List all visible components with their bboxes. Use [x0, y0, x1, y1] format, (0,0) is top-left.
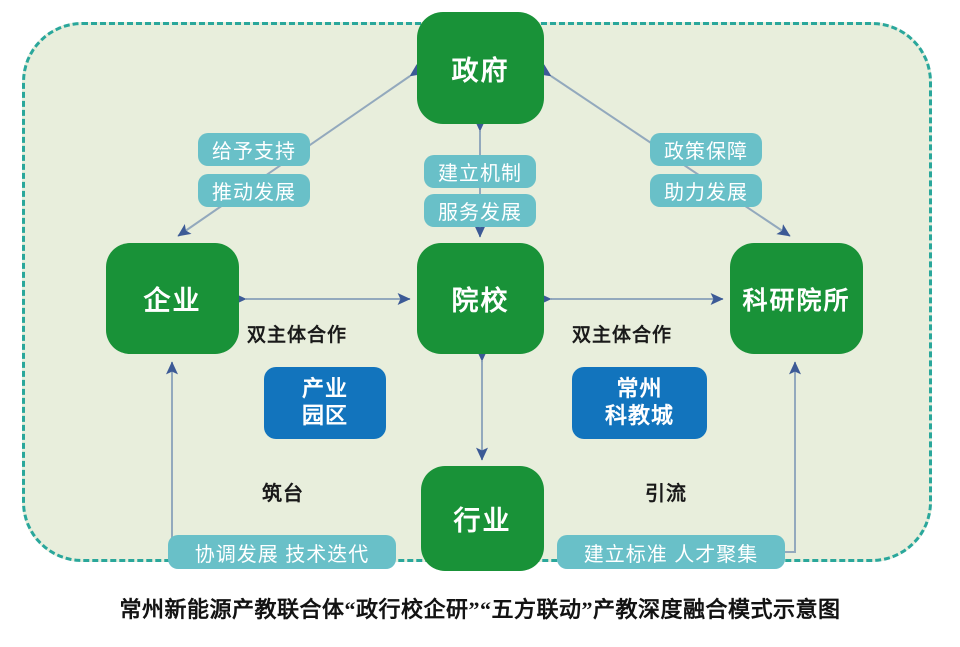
- pill-give-support: 给予支持: [198, 133, 310, 166]
- pill-assist-development: 助力发展: [650, 174, 762, 207]
- node-industrial-park[interactable]: 产业 园区: [264, 367, 386, 439]
- pill-establish-standards-talent-gathering: 建立标准 人才聚集: [557, 535, 785, 569]
- caption-dual-subject-cooperation-left: 双主体合作: [247, 325, 348, 346]
- pill-coordinated-development-tech-iteration: 协调发展 技术迭代: [168, 535, 396, 569]
- pill-establish-mechanism: 建立机制: [424, 155, 536, 188]
- caption-attract-flow: 引流: [645, 483, 687, 505]
- pill-promote-development: 推动发展: [198, 174, 310, 207]
- caption-build-platform: 筑台: [262, 483, 304, 505]
- node-government[interactable]: 政府: [417, 12, 544, 124]
- caption-dual-subject-cooperation-right: 双主体合作: [572, 325, 673, 346]
- pill-policy-guarantee: 政策保障: [650, 133, 762, 166]
- node-college[interactable]: 院校: [417, 243, 544, 354]
- node-research-institute[interactable]: 科研院所: [730, 243, 863, 354]
- node-changzhou-science-education-town[interactable]: 常州 科教城: [572, 367, 707, 439]
- node-enterprise[interactable]: 企业: [106, 243, 239, 354]
- pill-service-development: 服务发展: [424, 194, 536, 227]
- figure-caption: 常州新能源产教联合体“政行校企研”“五方联动”产教深度融合模式示意图: [119, 597, 841, 622]
- node-industry[interactable]: 行业: [421, 466, 544, 571]
